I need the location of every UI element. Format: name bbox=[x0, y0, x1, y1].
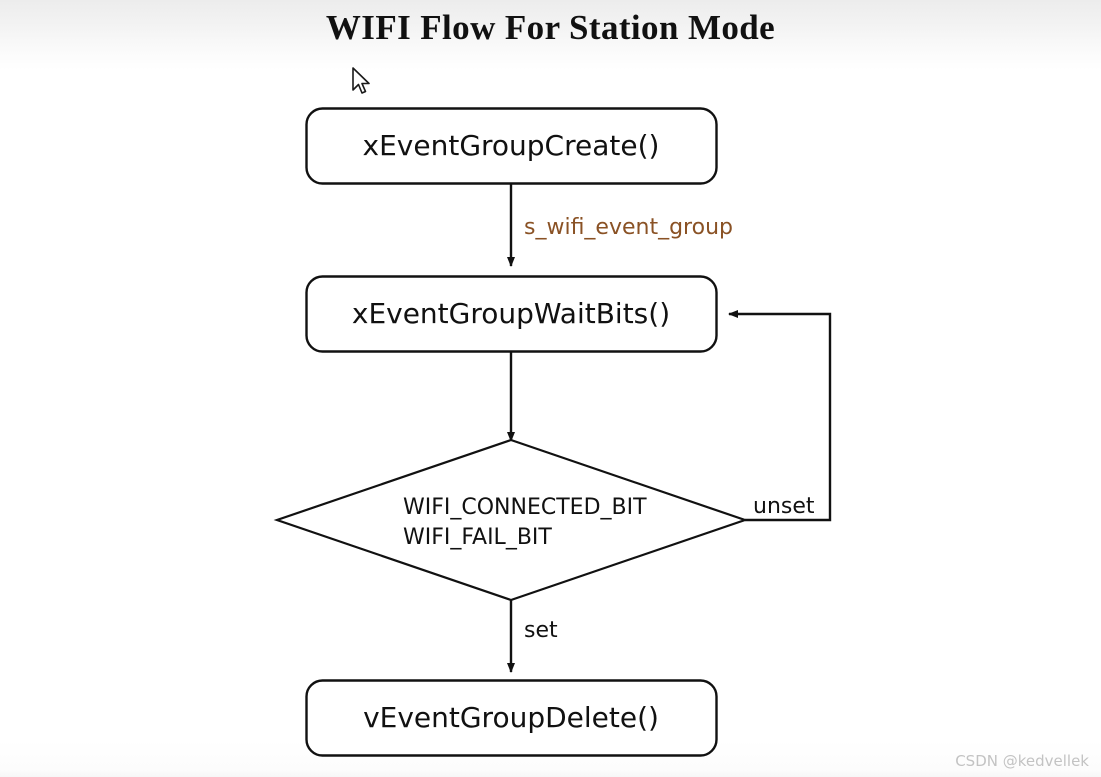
edge-label-s-wifi-event-group: s_wifi_event_group bbox=[524, 215, 733, 240]
node-veventgroupdelete[interactable] bbox=[305, 679, 718, 757]
node-xeventgroupwaitbits[interactable] bbox=[305, 275, 718, 353]
node-label-decision-line2: WIFI_FAIL_BIT bbox=[403, 525, 552, 550]
node-xeventgroupcreate[interactable] bbox=[305, 107, 718, 185]
page-title: WIFI Flow For Station Mode bbox=[325, 8, 776, 47]
edge-label-set: set bbox=[524, 618, 558, 643]
node-label-xeventgroupcreate: xEventGroupCreate() bbox=[362, 129, 660, 162]
node-label-xeventgroupwaitbits: xEventGroupWaitBits() bbox=[351, 297, 671, 330]
node-label-veventgroupdelete: vEventGroupDelete() bbox=[363, 701, 659, 734]
watermark-text: CSDN @kedvellek bbox=[955, 752, 1089, 770]
edge-label-unset: unset bbox=[753, 494, 815, 519]
edge-decision-unset-loop bbox=[728, 310, 832, 522]
node-label-decision-line1: WIFI_CONNECTED_BIT bbox=[403, 495, 647, 520]
